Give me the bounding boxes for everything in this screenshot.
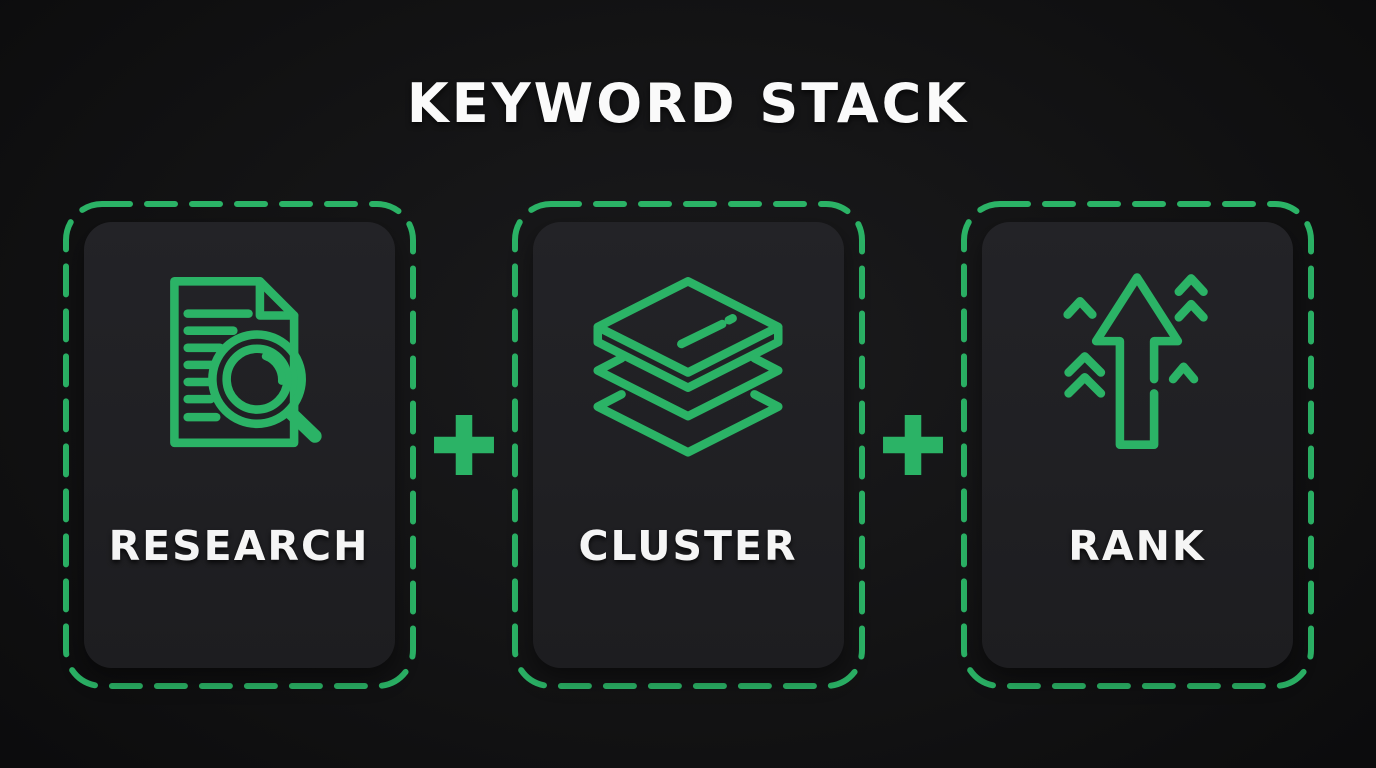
card-label: RESEARCH <box>108 522 370 570</box>
card-label: CLUSTER <box>578 522 798 570</box>
page-title: KEYWORD STACK <box>406 72 970 135</box>
arrow-up-growth-icon <box>1042 268 1232 458</box>
plus-separator <box>866 200 960 690</box>
plus-icon <box>433 415 494 475</box>
card-cluster: CLUSTER <box>511 200 866 690</box>
dashed-border <box>62 201 416 689</box>
dashed-border <box>960 201 1314 689</box>
dashed-border <box>511 201 865 689</box>
plus-icon <box>882 415 943 475</box>
layer-stack-icon <box>593 268 783 458</box>
card-panel <box>532 222 844 668</box>
card-label: RANK <box>1068 522 1206 570</box>
cards-row: RESEARCH <box>0 200 1376 690</box>
card-research: RESEARCH <box>62 200 417 690</box>
plus-separator <box>417 200 511 690</box>
card-rank: RANK <box>960 200 1315 690</box>
document-search-icon <box>144 268 334 458</box>
